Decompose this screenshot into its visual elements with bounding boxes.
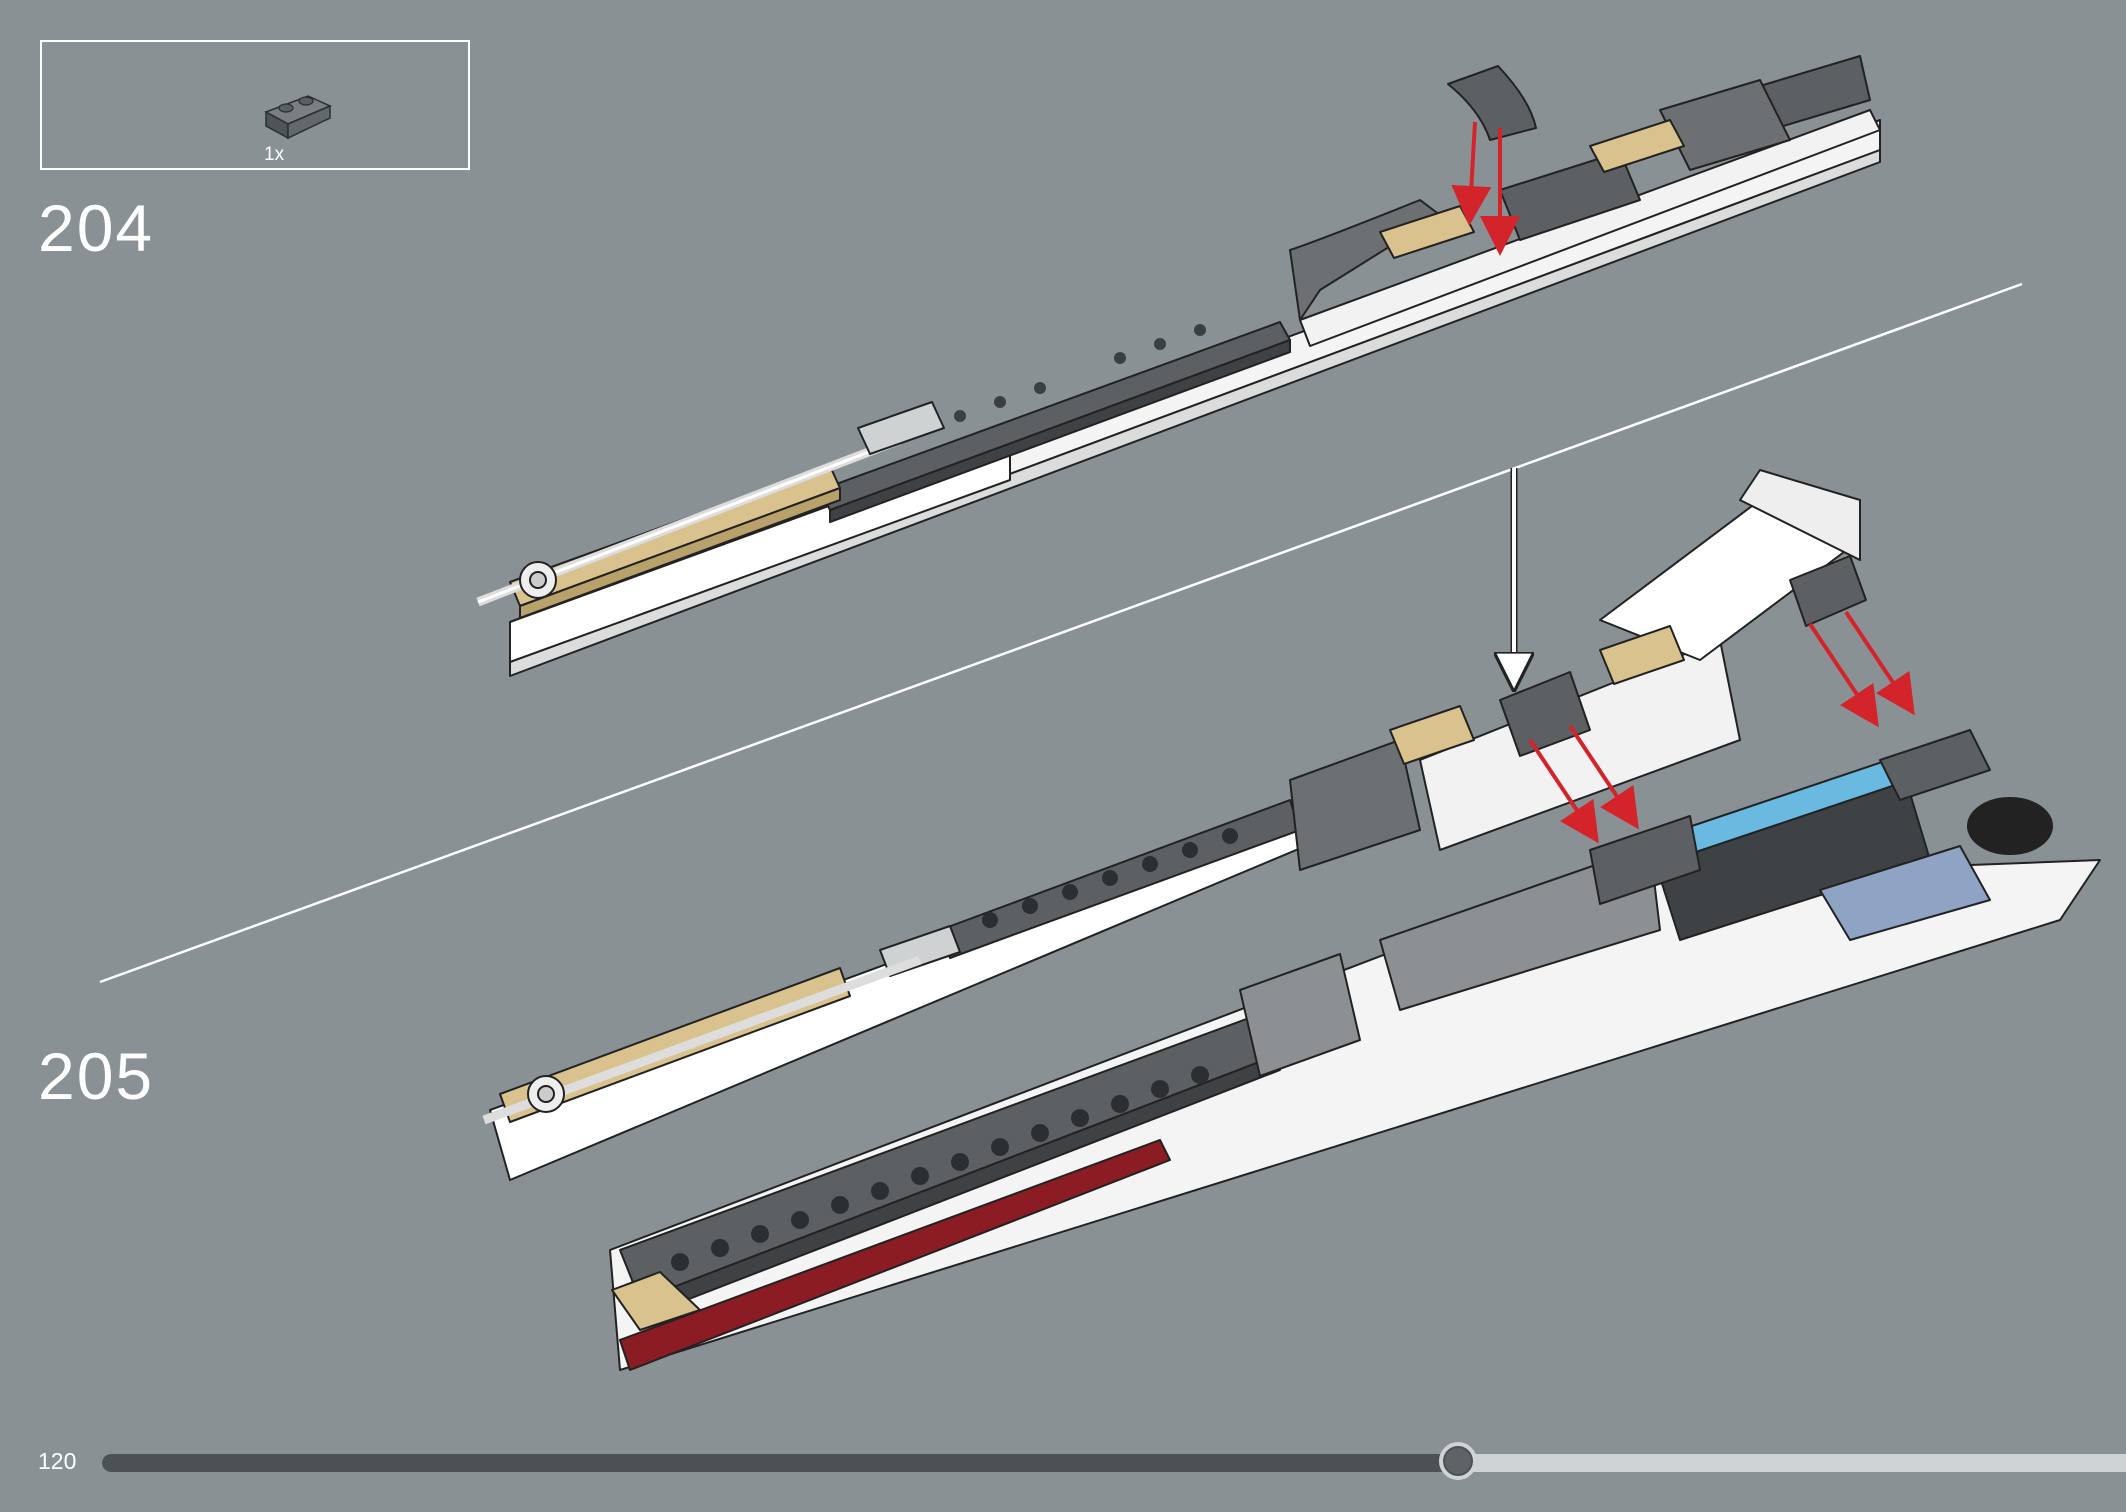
inverted-slope-brick-icon <box>264 95 332 140</box>
build-illustration <box>99 55 2101 1371</box>
step-divider <box>99 282 2023 984</box>
progress-handle[interactable] <box>1439 1442 1478 1480</box>
step-204-red-arrows <box>1451 121 1520 256</box>
step-number-204: 204 <box>38 191 155 265</box>
parts-callout: 1x <box>40 40 470 170</box>
progress-fill <box>102 1454 1459 1472</box>
part-quantity: 1x <box>264 144 285 165</box>
progress-slider[interactable] <box>102 1442 2126 1480</box>
step-number-205: 205 <box>38 1039 155 1113</box>
step-204-assembly <box>476 55 1881 677</box>
step-205-assembly <box>482 469 2101 1371</box>
step-205-red-arrows <box>1528 610 1915 844</box>
page-number: 120 <box>38 1448 77 1474</box>
